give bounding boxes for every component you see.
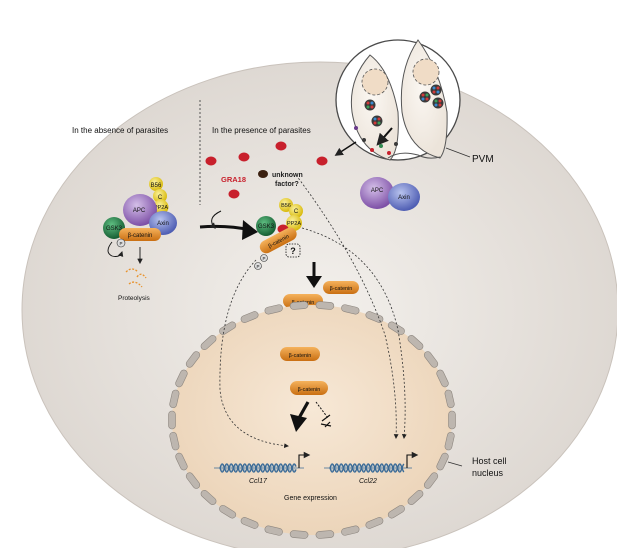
path-to-ccl22-a <box>295 174 399 439</box>
parasite-nucleus-right <box>412 58 440 86</box>
gra18-molecules <box>205 141 328 199</box>
gsk3-label-2: GSK3 <box>258 224 275 230</box>
nuclear-pore <box>264 525 283 536</box>
nuclear-beta-catenin-2-label: β-catenin <box>298 387 321 393</box>
nuclear-pore <box>444 431 455 451</box>
nuclear-pore <box>169 389 180 409</box>
nuclear-pore <box>423 351 439 368</box>
nuclear-pore <box>423 472 439 489</box>
secretion-arrow <box>334 141 357 156</box>
nuclear-pore <box>175 452 188 471</box>
axin-label: Axin <box>157 221 169 227</box>
disrupted-complex: B56 C PP2A GSK3 β-catenin P P ? <box>254 198 303 270</box>
nuclear-pore <box>289 301 309 310</box>
axin-label-free: Axin <box>398 195 410 201</box>
nuclear-pore <box>407 489 424 505</box>
degraded-fragments <box>125 268 147 288</box>
nuclear-pore <box>407 335 424 351</box>
nuclear-pore <box>169 431 180 451</box>
dna-strand <box>219 463 297 473</box>
nucleus-pointer <box>447 461 463 467</box>
release-arrow <box>306 276 322 288</box>
nuclear-pore <box>240 311 259 323</box>
nuclear-pore <box>175 369 188 388</box>
nuclear-pore <box>219 321 237 335</box>
gene-label-ccl22: Ccl22 <box>359 478 377 485</box>
c-label: C <box>158 195 163 201</box>
activation-arrow <box>290 414 307 432</box>
gra18-label: GRA18 <box>221 175 246 184</box>
c-label-2: C <box>294 209 299 215</box>
unknown-factor <box>258 170 268 178</box>
free-apc-axin-complex: APC Axin <box>360 177 420 211</box>
gene-label-ccl17: Ccl17 <box>249 478 268 485</box>
apc-label-free: APC <box>371 188 384 194</box>
presence-heading: In the presence of parasites <box>212 126 311 135</box>
gsk3-label: GSK3 <box>106 226 123 232</box>
b56-label-2: B56 <box>281 203 291 209</box>
dna-ccl22 <box>324 463 412 473</box>
tss-ccl22 <box>406 451 419 468</box>
nuclear-pore <box>219 505 237 519</box>
nuclear-pore <box>436 452 449 471</box>
beta-catenin-bound: β-catenin <box>128 233 153 239</box>
nuclear-pore <box>315 301 335 310</box>
nuclear-pore <box>200 335 217 351</box>
free-beta-catenin-1 <box>323 281 359 294</box>
nuclear-pore <box>444 389 455 409</box>
pvm-pointer <box>445 147 471 158</box>
nuclear-pore <box>315 530 335 539</box>
phospho-label-2: P <box>262 256 265 261</box>
pp2a-label: PP2A <box>154 205 168 211</box>
dotted-signaling-paths <box>219 174 407 449</box>
dna-strand <box>329 463 405 473</box>
nuclear-pore <box>341 525 360 536</box>
b56-label: B56 <box>151 183 162 189</box>
nuclear-pore <box>341 304 360 315</box>
nuclear-pore <box>289 530 309 539</box>
host-nucleus-label-1: Host cell <box>472 456 507 466</box>
free-beta-catenin-1-label: β-catenin <box>330 286 353 292</box>
inhibition-mark <box>320 414 332 428</box>
nuclear-pore <box>448 410 456 430</box>
destruction-complex: B56 C PP2A APC Axin GSK3 β-catenin P <box>103 177 177 257</box>
parasitophorous-vacuole <box>335 39 461 161</box>
proteolysis-label: Proteolysis <box>118 295 151 302</box>
nuclear-pore <box>200 489 217 505</box>
pvm-label: PVM <box>472 154 494 165</box>
nuclear-beta-catenin-1 <box>280 347 320 361</box>
nuclear-pore <box>365 311 384 323</box>
parasite-nucleus-left <box>361 68 389 96</box>
phospho-label: P <box>119 241 122 246</box>
host-nucleus <box>172 305 452 535</box>
dna-strand <box>329 463 405 473</box>
nuclear-pore <box>185 472 201 489</box>
nuclear-pore <box>365 517 384 529</box>
apc-label: APC <box>133 208 146 214</box>
question-mark: ? <box>290 246 296 256</box>
nuclear-beta-catenin-2 <box>290 381 328 395</box>
pp2a-label-2: PP2A <box>287 221 301 227</box>
dna-ccl17 <box>214 463 304 473</box>
nuclear-pore <box>185 351 201 368</box>
gene-expression-label: Gene expression <box>284 495 337 502</box>
nuclear-pore <box>387 321 405 335</box>
nuclear-pore <box>264 304 283 315</box>
unknown-factor-label-2: factor? <box>275 181 299 188</box>
path-to-ccl17 <box>219 259 289 449</box>
nuclear-pore <box>240 517 259 529</box>
nuclear-pore <box>436 369 449 388</box>
nuclear-pore <box>387 505 405 519</box>
host-nucleus-label-2: nucleus <box>472 468 504 478</box>
nuclear-pore <box>168 410 176 430</box>
dense-granules <box>364 84 444 127</box>
absence-heading: In the absence of parasites <box>72 126 168 135</box>
unknown-factor-label-1: unknown <box>272 172 303 179</box>
nuclear-beta-catenin-1-label: β-catenin <box>289 353 312 359</box>
phospho-label-3: P <box>256 264 259 269</box>
nuclear-envelope <box>168 301 456 539</box>
tss-ccl17 <box>298 451 311 468</box>
